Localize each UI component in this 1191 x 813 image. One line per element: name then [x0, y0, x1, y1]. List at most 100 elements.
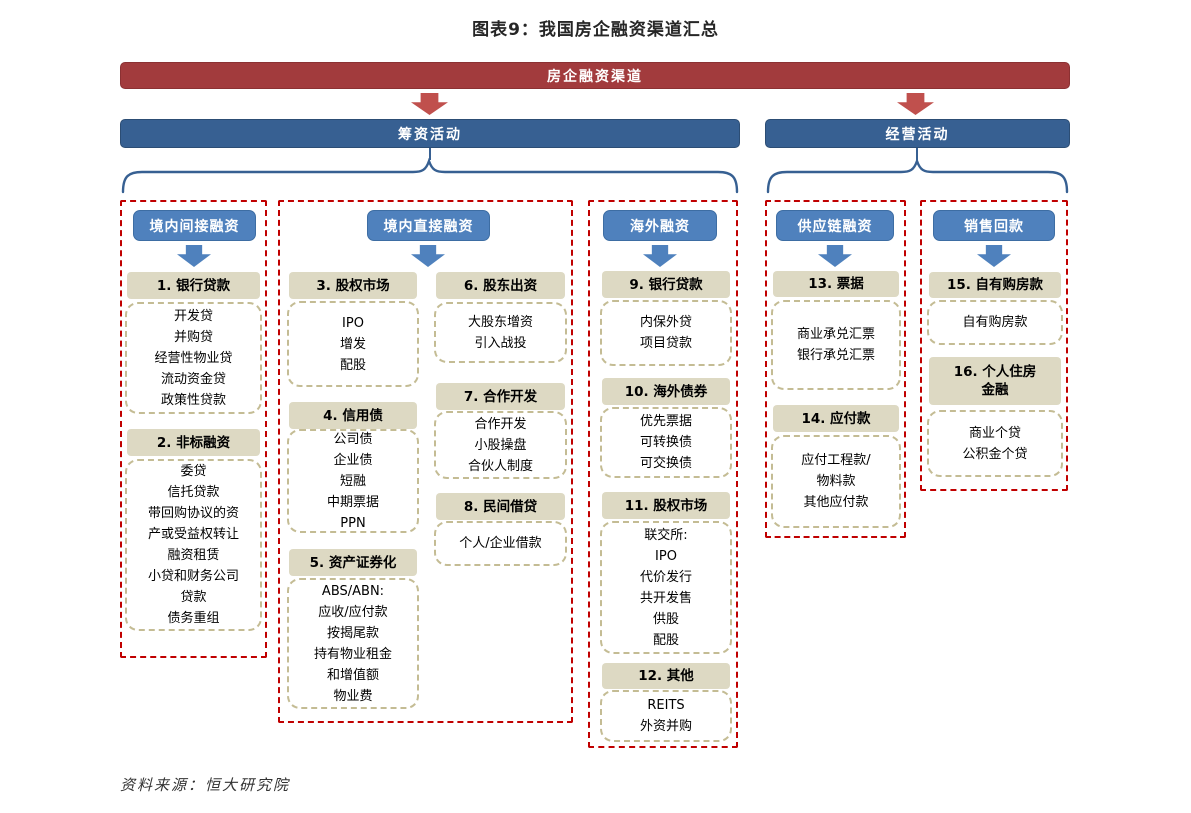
item-line: 中期票据: [326, 494, 379, 510]
item-line: 企业债: [333, 452, 373, 468]
group-box: 优先票据可转换债可交换债: [600, 407, 732, 478]
group-header: 12. 其他: [602, 663, 730, 689]
group-box: 公司债企业债短融中期票据 PPN: [287, 429, 419, 533]
connector-tick: [916, 148, 918, 160]
connector-tick: [429, 148, 431, 160]
column-box-domestic-indirect: [120, 200, 267, 658]
group-header: 11. 股权市场: [602, 492, 730, 519]
item-line: 商业承兑汇票: [796, 327, 875, 342]
down-arrow-icon: [411, 93, 448, 115]
item-line: 物料款: [816, 474, 856, 489]
group-box: 委贷信托贷款带回购协议的资产或受益权转让融资租赁小贷和财务公司贷款债务重组: [125, 459, 262, 631]
item-line: 流动资金贷: [160, 371, 226, 387]
item-line: 并购贷: [173, 329, 213, 345]
item-line: 经营性物业贷: [154, 350, 233, 366]
group-header: 2. 非标融资: [127, 429, 260, 456]
item-line: IPO: [655, 548, 677, 564]
item-line: 可转换债: [639, 435, 692, 450]
group-box: 开发贷并购贷经营性物业贷流动资金贷政策性贷款: [125, 302, 262, 414]
item-line: REITS: [647, 698, 685, 713]
column-header-domestic-direct: 境内直接融资: [367, 210, 490, 241]
item-line: 合作开发: [474, 416, 527, 432]
column-box-domestic-direct: [278, 200, 573, 723]
item-line: 联交所:: [644, 527, 688, 543]
group-header: 16. 个人住房 金融: [929, 357, 1061, 405]
column-header-sales-collection: 销售回款: [933, 210, 1055, 241]
group-header: 14. 应付款: [773, 405, 899, 432]
item-line: 债务重组: [167, 611, 220, 626]
item-line: ABS/ABN:: [321, 583, 385, 599]
item-line: 持有物业租金: [313, 646, 392, 662]
item-line: 商业个贷: [968, 425, 1021, 441]
group-box: 应付工程款/物料款其他应付款: [771, 435, 901, 528]
source-note: 资料来源：恒大研究院: [120, 776, 291, 794]
item-line: 公积金个贷: [962, 446, 1028, 462]
group-box: 自有购房款: [927, 300, 1063, 345]
item-line: 小股操盘: [474, 437, 527, 453]
group-header: 7. 合作开发: [436, 383, 565, 410]
column-box-supply-chain: [765, 200, 906, 538]
group-header: 5. 资产证券化: [289, 549, 417, 576]
root-node: 房企融资渠道: [120, 62, 1070, 89]
group-box: 联交所: IPO 代价发行共开发售供股配股: [600, 521, 732, 654]
item-line: 公司债: [333, 431, 373, 447]
column-header-domestic-indirect: 境内间接融资: [133, 210, 256, 241]
brace-icon: [121, 158, 739, 194]
item-line: 政策性贷款: [160, 392, 226, 408]
item-line: 和增值额: [326, 667, 379, 683]
item-line: 贷款: [180, 590, 207, 605]
column-box-sales-collection: [920, 200, 1068, 491]
brace-icon: [766, 158, 1069, 194]
group-box: 商业个贷公积金个贷: [927, 410, 1063, 477]
item-line: 带回购协议的资: [147, 506, 239, 521]
item-line: 大股东增资: [467, 314, 533, 330]
item-line: 引入战投: [474, 335, 527, 351]
item-line: 融资租赁: [167, 548, 220, 563]
item-line: 短融: [339, 473, 366, 489]
item-line: 个人/企业借款: [459, 536, 542, 551]
item-line: 按揭尾款: [326, 625, 379, 641]
item-line: 合伙人制度: [467, 458, 533, 474]
group-header: 10. 海外债券: [602, 378, 730, 405]
item-line: 开发贷: [173, 308, 213, 324]
item-line: 产或受益权转让: [147, 527, 239, 542]
item-line: PPN: [340, 515, 366, 531]
item-line: 自有购房款: [962, 315, 1028, 330]
group-box: 合作开发小股操盘合伙人制度: [434, 411, 567, 479]
group-box: ABS/ABN:应收/应付款按揭尾款持有物业租金和增值额物业费: [287, 578, 419, 709]
branch-operating-activities: 经营活动: [765, 119, 1070, 148]
item-line: 配股: [652, 632, 679, 648]
item-line: 信托贷款: [167, 485, 220, 500]
down-arrow-icon: [897, 93, 934, 115]
group-box: 大股东增资引入战投: [434, 302, 567, 363]
group-header: 1. 银行贷款: [127, 272, 260, 299]
column-header-overseas: 海外融资: [603, 210, 717, 241]
group-header: 9. 银行贷款: [602, 271, 730, 298]
group-box: IPO 增发配股: [287, 301, 419, 387]
group-box: 内保外贷项目贷款: [600, 300, 732, 366]
item-line: 配股: [339, 357, 366, 373]
group-header: 4. 信用债: [289, 402, 417, 429]
item-line: 优先票据: [639, 414, 692, 429]
item-line: 项目贷款: [639, 336, 692, 351]
item-line: 内保外贷: [639, 315, 692, 330]
item-line: 供股: [652, 611, 679, 627]
item-line: 物业费: [333, 688, 373, 704]
group-box: 商业承兑汇票银行承兑汇票: [771, 300, 901, 390]
group-header: 8. 民间借贷: [436, 493, 565, 520]
item-line: IPO: [342, 315, 364, 331]
item-line: 增发: [339, 336, 366, 352]
item-line: 可交换债: [639, 456, 692, 471]
item-line: 代价发行: [639, 569, 692, 585]
group-header: 6. 股东出资: [436, 272, 565, 299]
item-line: 委贷: [180, 464, 207, 479]
group-header: 13. 票据: [773, 271, 899, 297]
branch-financing-activities: 筹资活动: [120, 119, 740, 148]
item-line: 小贷和财务公司: [147, 569, 239, 584]
item-line: 银行承兑汇票: [796, 348, 875, 363]
item-line: 共开发售: [639, 590, 692, 606]
column-box-overseas: [588, 200, 738, 748]
group-header: 15. 自有购房款: [929, 272, 1061, 298]
group-box: 个人/企业借款: [434, 521, 567, 566]
